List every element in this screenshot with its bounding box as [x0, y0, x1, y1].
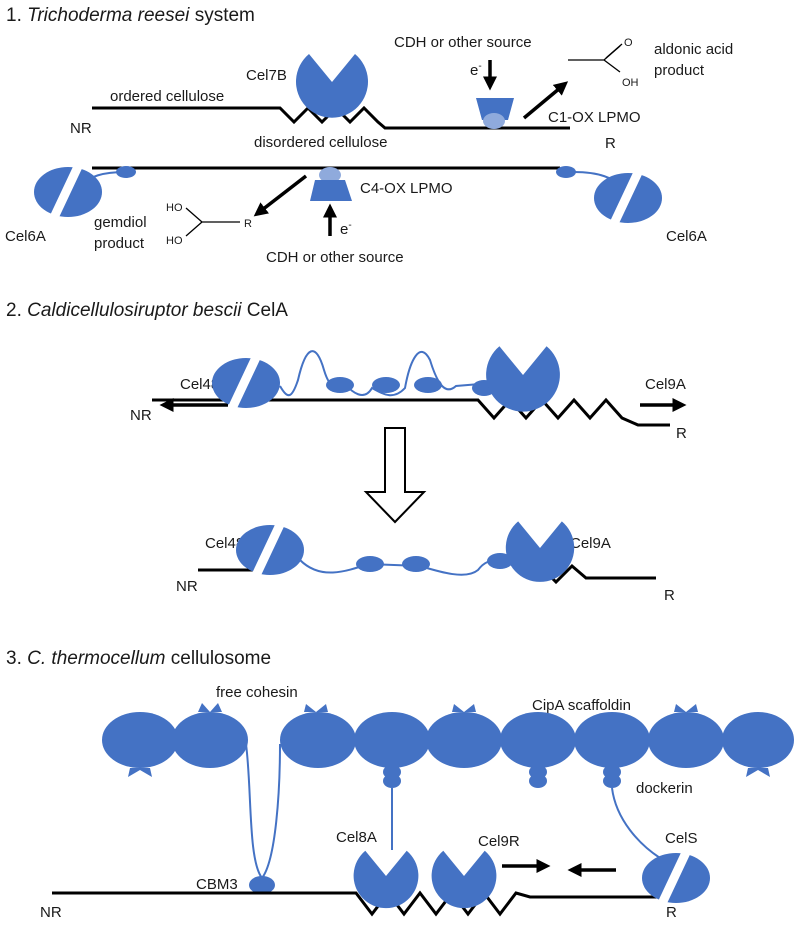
cels-linker [611, 787, 661, 859]
cela-top-cbm-1 [326, 377, 354, 393]
section-2-title: 2. Caldicellulosiruptor bescii CelA [6, 300, 288, 321]
section-2: 2. Caldicellulosiruptor bescii CelA Cel4… [6, 300, 687, 604]
r-label: R [605, 135, 616, 152]
cel48-top-label: Cel48 [180, 376, 219, 393]
r-top-label: R [676, 425, 687, 442]
cdh-bottom-label: CDH or other source [266, 249, 404, 266]
cel9a-top-label: Cel9A [645, 376, 686, 393]
cbm3-label: CBM3 [196, 876, 238, 893]
disordered-cellulose-label: disordered cellulose [254, 134, 387, 151]
gemdiol-label: gemdiol [94, 214, 147, 231]
cel6a-right-enzyme [594, 164, 662, 232]
aldonic-product-label: product [654, 62, 705, 79]
cel6a-left-enzyme [34, 158, 102, 226]
cel6a-right-cbm [556, 166, 576, 178]
cdh-top-label: CDH or other source [394, 34, 532, 51]
cela-top-cbm-2 [372, 377, 400, 393]
free-cohesin-label: free cohesin [216, 684, 298, 701]
r-bottom-label: R [664, 587, 675, 604]
aldonic-acid-label: aldonic acid [654, 41, 733, 58]
transition-arrow [363, 427, 427, 524]
c4-product-arrow [253, 174, 308, 217]
gemdiol-product-label: product [94, 235, 145, 252]
nr-top-label: NR [130, 407, 152, 424]
cela-bottom-cbm-3 [487, 553, 513, 569]
chem-o: O [624, 37, 633, 49]
cel9r-label: Cel9R [478, 833, 520, 850]
section-1-title: 1. Trichoderma reesei system [6, 5, 255, 26]
c1-lpmo-enzyme [476, 98, 514, 120]
chem-r: R [244, 218, 252, 230]
cipa-scaffoldin [102, 703, 794, 788]
cela-bottom-linker [299, 559, 501, 576]
ordered-cellulose-label: ordered cellulose [110, 88, 224, 105]
c1-lpmo-copper [483, 113, 505, 129]
cel6a-left-label: Cel6A [5, 228, 46, 245]
cel9r-enzyme [431, 850, 497, 909]
cipa-scaffoldin-label: CipA scaffoldin [532, 697, 631, 714]
cela-bottom-cbm-2 [402, 556, 430, 572]
cela-top-linker [279, 350, 481, 397]
cbm3-linker [245, 743, 281, 880]
cel6a-left-cbm [116, 166, 136, 178]
section-3: 3. C. thermocellum cellulosome free cohe… [6, 648, 794, 921]
nr-label-3: NR [40, 904, 62, 921]
electron-bottom-label: e- [340, 220, 352, 238]
chem-ho-2: HO [166, 235, 183, 247]
cbm3-module [249, 876, 275, 894]
cel48-bottom-label: Cel48 [205, 535, 244, 552]
cel7b-label: Cel7B [246, 67, 287, 84]
gemdiol-structure [185, 207, 240, 237]
c1-ox-lpmo-label: C1-OX LPMO [548, 109, 641, 126]
cel48-bottom-enzyme [236, 516, 304, 584]
c4-lpmo-copper [319, 167, 341, 183]
cel9a-top-enzyme [486, 346, 560, 412]
nr-label: NR [70, 120, 92, 137]
c4-ox-lpmo-label: C4-OX LPMO [360, 180, 453, 197]
section-3-title: 3. C. thermocellum cellulosome [6, 648, 271, 669]
cel9a-bottom-label: Cel9A [570, 535, 611, 552]
cela-bottom-cbm-1 [356, 556, 384, 572]
section-1: 1. Trichoderma reesei system Cel7B order… [5, 5, 733, 266]
aldonic-acid-structure [568, 45, 621, 73]
c4-lpmo-enzyme [310, 180, 352, 201]
cela-top-cbm-3 [414, 377, 442, 393]
chem-ho-1: HO [166, 202, 183, 214]
cel8a-label: Cel8A [336, 829, 377, 846]
r-label-3: R [666, 904, 677, 921]
electron-top-label: e- [470, 61, 482, 79]
cels-enzyme [642, 844, 710, 912]
cellulosome-strand [52, 890, 662, 917]
chem-oh: OH [622, 77, 639, 89]
cel8a-enzyme [353, 850, 419, 909]
cel6a-right-label: Cel6A [666, 228, 707, 245]
nr-bottom-label: NR [176, 578, 198, 595]
cela-top-strand [152, 397, 670, 427]
cel48-top-enzyme [212, 349, 280, 417]
dockerin-label: dockerin [636, 780, 693, 797]
cels-label: CelS [665, 830, 698, 847]
c1-product-arrow [522, 81, 569, 120]
